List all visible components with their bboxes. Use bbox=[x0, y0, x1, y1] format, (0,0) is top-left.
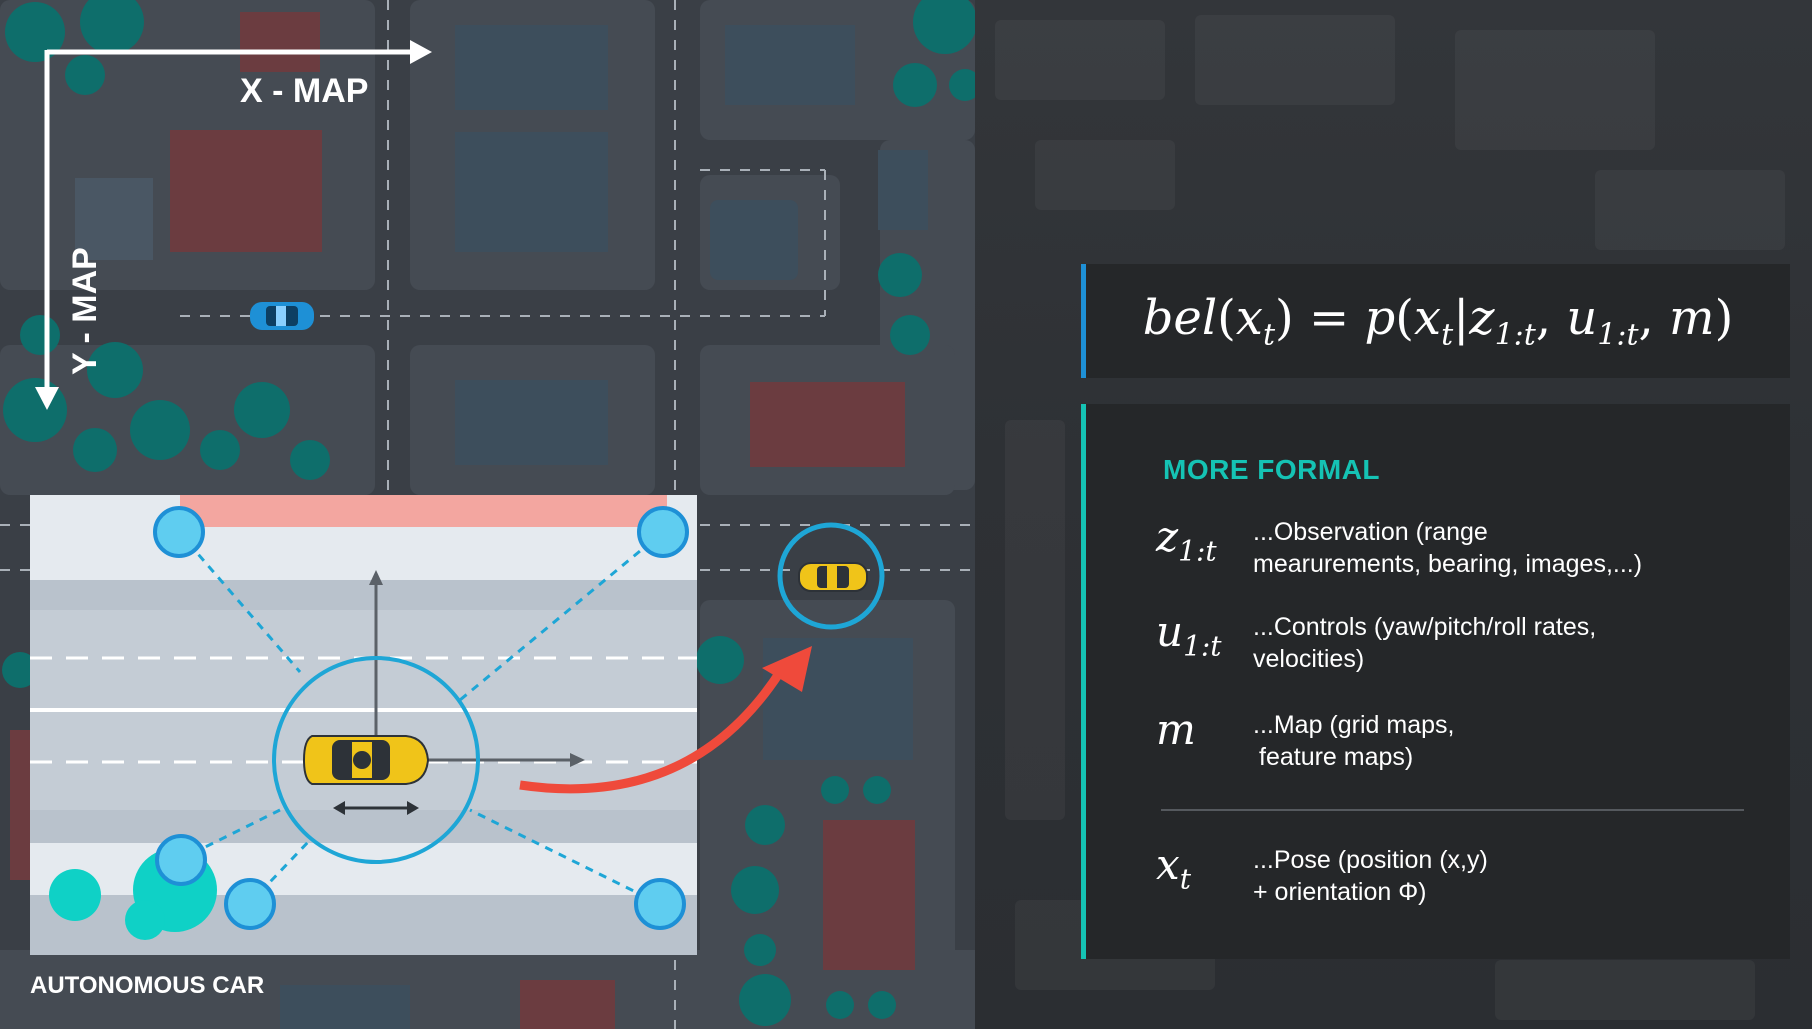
landmark-3 bbox=[155, 834, 207, 886]
other-car-icon bbox=[250, 302, 314, 330]
legend-row-controls: u1:t ...Controls (yaw/pitch/roll rates, … bbox=[1156, 607, 1756, 687]
formula-map: m bbox=[1669, 289, 1715, 346]
legend-symbol-m: m bbox=[1156, 705, 1196, 754]
car-lateral-arrow bbox=[333, 801, 419, 815]
landmark-circles bbox=[153, 506, 689, 930]
map-axes bbox=[35, 40, 432, 410]
formula-lhs-sub: t bbox=[1262, 317, 1276, 353]
motion-arrow bbox=[519, 669, 784, 794]
legend-desc-observation: ...Observation (range mearurements, bear… bbox=[1253, 518, 1643, 578]
formula-obs-sub: 1:t bbox=[1494, 317, 1536, 353]
autonomous-car-caption: AUTONOMOUS CAR bbox=[30, 972, 265, 999]
legend-desc-map: ...Map (grid maps, feature maps) bbox=[1253, 711, 1455, 771]
belief-formula-box: bel(xt) = p(xt|z1:t, u1:t, m) bbox=[1081, 264, 1790, 378]
y-axis-label: Y - MAP bbox=[66, 247, 104, 375]
landmark-5 bbox=[634, 878, 686, 930]
legend-symbol-z: z1:t bbox=[1156, 512, 1217, 568]
formula-obs: z bbox=[1469, 289, 1495, 346]
autonomous-car-icon bbox=[302, 735, 430, 785]
buildings bbox=[10, 12, 928, 1029]
legend-row-map: m ...Map (grid maps, feature maps) bbox=[1156, 705, 1756, 785]
formula-p: p bbox=[1364, 289, 1396, 346]
landmark-1 bbox=[153, 506, 205, 558]
car-range-circle bbox=[272, 656, 480, 864]
formula-rhs-sub: t bbox=[1441, 317, 1454, 353]
formula-ctrl: u bbox=[1566, 289, 1598, 346]
zoom-inset bbox=[30, 495, 697, 955]
formula-rhs-var: x bbox=[1413, 289, 1442, 346]
legend-row-observation: z1:t ...Observation (range mearurements,… bbox=[1156, 512, 1756, 592]
panel-heading: MORE FORMAL bbox=[1163, 454, 1381, 485]
legend-desc-pose: ...Pose (position (x,y) + orientation Φ) bbox=[1253, 846, 1488, 906]
legend-symbol-u: u1:t bbox=[1156, 607, 1222, 663]
target-circle bbox=[777, 522, 885, 630]
motion-arrow-head bbox=[762, 646, 812, 692]
legend-desc-controls: ...Controls (yaw/pitch/roll rates, veloc… bbox=[1253, 613, 1597, 673]
legend-row-pose: xt ...Pose (position (x,y) + orientation… bbox=[1156, 840, 1756, 920]
formula-lhs-var: x bbox=[1235, 289, 1263, 346]
panel-divider bbox=[1161, 809, 1744, 811]
formula-bel: bel bbox=[1142, 289, 1218, 346]
legend-symbol-x: xt bbox=[1156, 840, 1191, 896]
landmark-4 bbox=[224, 878, 276, 930]
belief-formula: bel(xt) = p(xt|z1:t, u1:t, m) bbox=[1142, 289, 1734, 353]
definitions-panel: MORE FORMAL z1:t ...Observation (range m… bbox=[1081, 404, 1790, 959]
formula-ctrl-sub: 1:t bbox=[1597, 317, 1639, 353]
x-axis-label: X - MAP bbox=[240, 72, 369, 110]
city-map bbox=[0, 0, 975, 1029]
small-car-icon bbox=[798, 562, 868, 592]
trees bbox=[2, 0, 975, 1026]
landmark-2 bbox=[637, 506, 689, 558]
